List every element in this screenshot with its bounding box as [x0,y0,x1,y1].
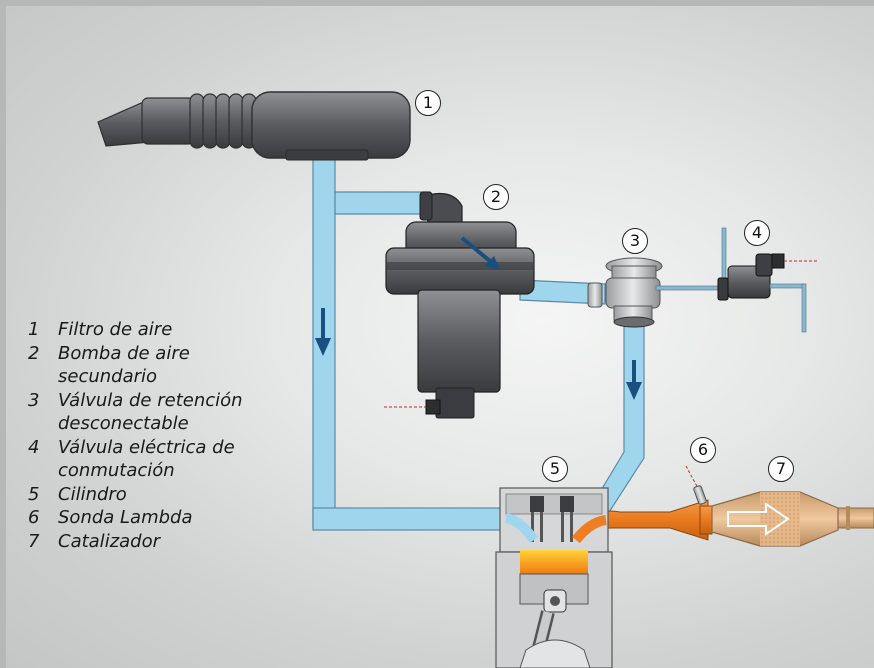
callout-4: 4 [744,220,770,246]
legend-item: 6 Sonda Lambda [28,506,278,530]
legend-number: 6 [28,507,40,528]
legend-number: 3 [28,389,40,411]
legend-label: Válvula eléctrica de conmutación [58,436,235,482]
legend-label: Filtro de aire [58,319,173,340]
legend-item: 7 Catalizador [28,530,278,554]
electric-changeover-valve [717,227,818,333]
legend-label: Cilindro [58,483,127,505]
legend-number: 5 [28,483,40,505]
callout-1: 1 [415,90,441,116]
legend-item: 3 Válvula de retención desconectable [28,389,278,436]
component-legend: 1 Filtro de aire 2 Bomba de aire secundari… [28,318,278,553]
legend-label: Válvula de retención desconectable [58,389,243,435]
secondary-air-pump [384,191,535,419]
legend-label: Bomba de aire secundario [58,342,190,388]
legend-label: Sonda Lambda [58,507,193,528]
legend-number: 7 [28,530,40,552]
legend-item: 1 Filtro de aire [28,318,278,342]
callout-3: 3 [622,228,648,254]
callout-2: 2 [483,184,509,210]
legend-number: 4 [28,436,40,458]
lambda-sensor [685,465,707,505]
legend-item: 5 Cilindro [28,483,278,507]
air-filter [97,91,411,161]
callout-6: 6 [690,437,716,463]
combination-valve [605,257,719,328]
legend-item: 4 Válvula eléctrica de conmutación [28,436,278,483]
legend-label: Catalizador [58,530,161,552]
catalytic-converter [711,491,839,547]
legend-number: 2 [28,342,40,364]
callout-5: 5 [542,456,568,482]
air-flow-arrows [315,308,642,400]
cylinder [495,487,613,668]
callout-7: 7 [768,456,794,482]
legend-number: 1 [28,319,40,340]
legend-item: 2 Bomba de aire secundario [28,342,278,389]
